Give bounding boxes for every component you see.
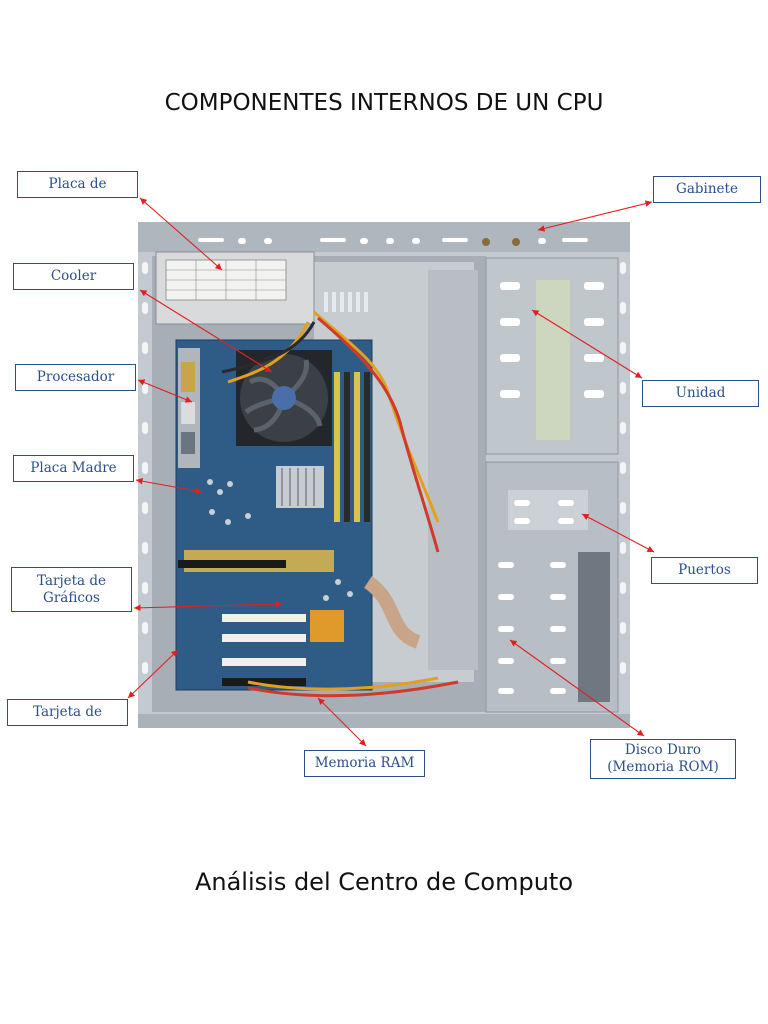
label-placa-madre: Placa Madre bbox=[13, 455, 134, 482]
arrow-gabinete bbox=[537, 200, 653, 232]
label-procesador: Procesador bbox=[15, 364, 136, 391]
label-tarjeta-graficos: Tarjeta de Gráficos bbox=[11, 567, 132, 612]
arrow-placa-madre bbox=[135, 477, 203, 495]
arrow-tarjeta-graficos bbox=[133, 600, 283, 612]
arrow-placa-de bbox=[139, 197, 223, 271]
page-title: COMPONENTES INTERNOS DE UN CPU bbox=[164, 90, 604, 116]
arrow-procesador bbox=[137, 379, 193, 403]
arrow-disco-duro bbox=[509, 639, 645, 737]
label-tarjeta-de: Tarjeta de bbox=[7, 699, 128, 726]
footer-caption: Análisis del Centro de Computo bbox=[194, 868, 574, 896]
label-memoria-ram: Memoria RAM bbox=[304, 750, 425, 777]
label-disco-duro: Disco Duro (Memoria ROM) bbox=[590, 739, 736, 779]
label-gabinete: Gabinete bbox=[653, 176, 761, 203]
arrow-unidad bbox=[531, 309, 643, 379]
arrow-cooler bbox=[139, 289, 273, 373]
label-placa-de: Placa de bbox=[17, 171, 138, 198]
label-puertos: Puertos bbox=[651, 557, 758, 584]
arrow-tarjeta-de bbox=[127, 649, 179, 699]
arrow-puertos bbox=[581, 513, 655, 553]
label-unidad: Unidad bbox=[642, 380, 759, 407]
arrow-memoria-ram bbox=[317, 697, 367, 747]
label-cooler: Cooler bbox=[13, 263, 134, 290]
cpu-interior-illustration bbox=[138, 222, 630, 728]
